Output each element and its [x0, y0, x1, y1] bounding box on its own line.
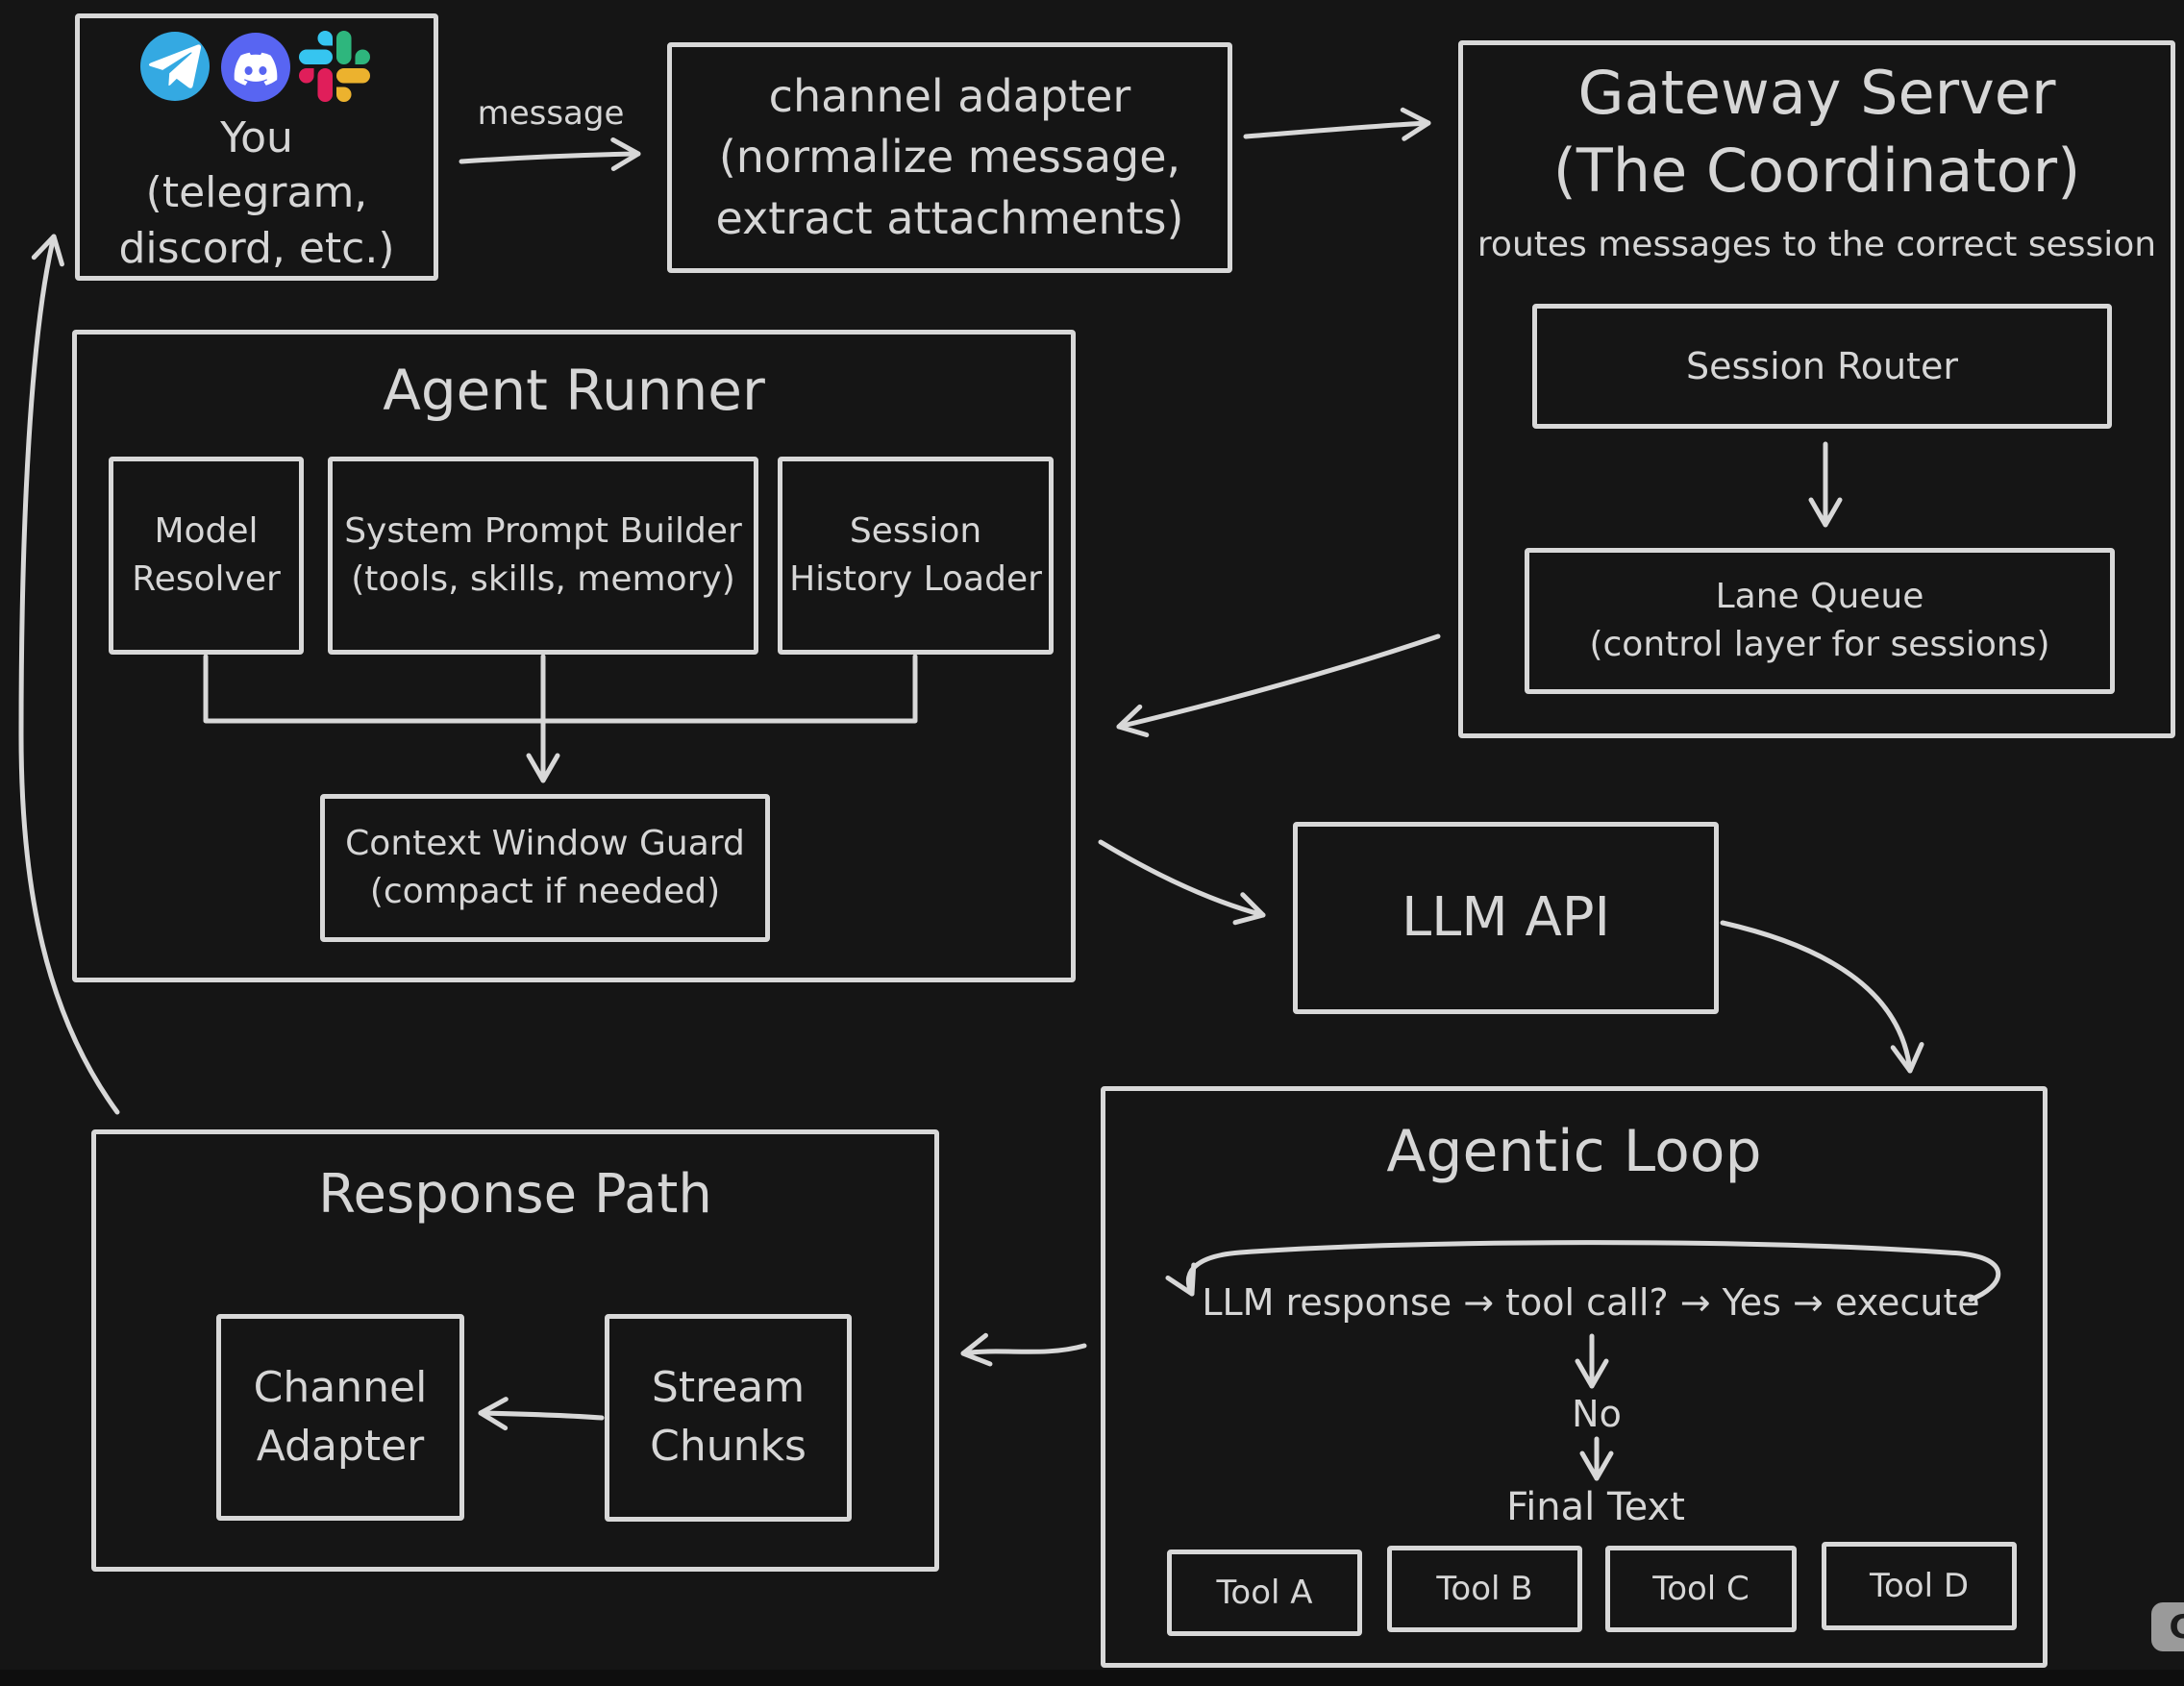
response-path-title: Response Path [318, 1162, 712, 1226]
agentic-loop-box [1101, 1086, 2048, 1668]
system-prompt-builder-box: System Prompt Builder (tools, skills, me… [328, 457, 758, 655]
bottom-edge-strip [0, 1670, 2184, 1686]
you-label: You (telegram, discord, etc.) [118, 113, 395, 273]
model-resolver-box: Model Resolver [109, 457, 304, 655]
arrow-agent-runner-to-llm-api [1098, 839, 1266, 926]
agent-runner-title: Agent Runner [383, 358, 765, 424]
tool-a-box: Tool A [1167, 1550, 1362, 1636]
tool-d-box: Tool D [1822, 1542, 2017, 1630]
lane-queue-box: Lane Queue (control layer for sessions) [1525, 548, 2115, 694]
channel-adapter-box: channel adapter (normalize message, extr… [667, 42, 1232, 273]
arrow-lane-queue-to-agent-runner [1116, 633, 1441, 738]
gateway-server-title: Gateway Server (The Coordinator) [1552, 58, 2081, 206]
llm-api-box: LLM API [1293, 822, 1719, 1014]
arrow-adapter-to-gateway [1243, 107, 1431, 141]
telegram-icon [140, 32, 210, 101]
message-edge-label: message [477, 93, 625, 133]
gateway-server-subtitle: routes messages to the correct session [1477, 224, 2157, 264]
discord-icon [221, 33, 290, 102]
session-history-loader-box: Session History Loader [778, 457, 1054, 655]
session-router-box: Session Router [1532, 304, 2112, 429]
gateway-server-box [1458, 40, 2175, 738]
tool-c-box: Tool C [1605, 1546, 1797, 1632]
response-channel-adapter-box: Channel Adapter [216, 1314, 464, 1521]
stream-chunks-box: Stream Chunks [605, 1314, 852, 1522]
arrow-you-to-adapter [459, 136, 641, 171]
agentic-loop-no-label: No [1572, 1393, 1622, 1436]
agentic-loop-flow-text: LLM response → tool call? → Yes → execut… [1202, 1281, 1980, 1325]
you-box: You (telegram, discord, etc.) [75, 13, 438, 281]
agentic-loop-final-text-label: Final Text [1506, 1485, 1685, 1529]
arrow-llm-api-to-agentic-loop [1720, 920, 1924, 1074]
slack-icon [299, 31, 370, 102]
arrow-agentic-loop-to-response-path [960, 1332, 1087, 1367]
corner-button[interactable]: C [2151, 1602, 2184, 1651]
agentic-loop-title: Agentic Loop [1386, 1118, 1762, 1185]
context-window-guard-box: Context Window Guard (compact if needed) [320, 794, 770, 942]
tool-b-box: Tool B [1387, 1546, 1582, 1632]
response-path-box [91, 1129, 939, 1572]
